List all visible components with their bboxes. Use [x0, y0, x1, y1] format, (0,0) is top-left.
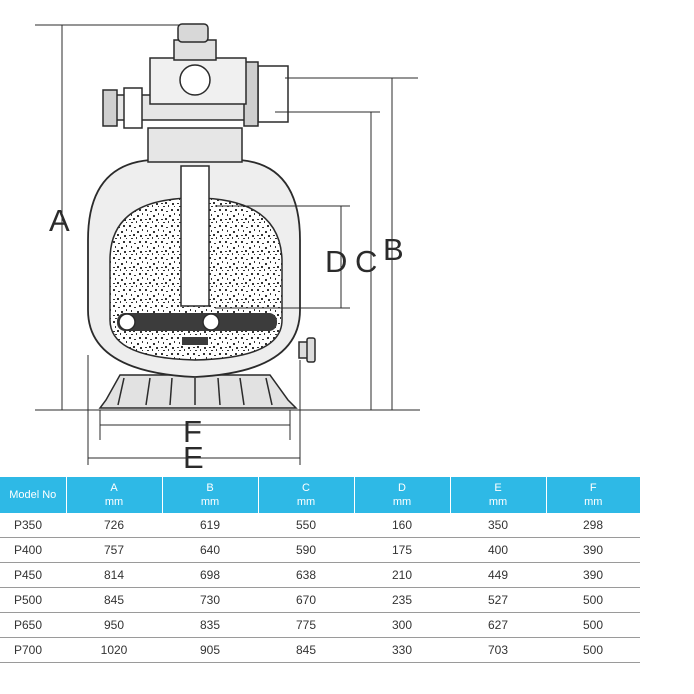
central-pipe: [180, 165, 210, 307]
table-row: P450 814 698 638 210 449 390: [0, 562, 640, 588]
table-cell: 638: [258, 562, 354, 588]
header-cell: Model No: [0, 477, 67, 513]
filter-diagram: A D C B F E: [35, 23, 420, 470]
table-cell: 730: [162, 587, 258, 613]
table-cell: 160: [354, 513, 450, 538]
table-cell: 300: [354, 612, 450, 638]
table-cell: 298: [546, 513, 640, 538]
table-row: P700 1020 905 845 330 703 500: [0, 637, 640, 663]
table-cell: 500: [546, 612, 640, 638]
table-cell: 500: [546, 637, 640, 663]
table-row: P350 726 619 550 160 350 298: [0, 513, 640, 538]
table-cell: 175: [354, 537, 450, 563]
model-cell: P350: [0, 513, 66, 538]
table-cell: 905: [162, 637, 258, 663]
table-cell: 390: [546, 562, 640, 588]
table-cell: 726: [66, 513, 162, 538]
table-cell: 400: [450, 537, 546, 563]
table-cell: 698: [162, 562, 258, 588]
table-cell: 757: [66, 537, 162, 563]
multiport-valve: [102, 23, 289, 163]
model-cell: P500: [0, 587, 66, 613]
lateral-arms: [117, 313, 277, 345]
model-cell: P700: [0, 637, 66, 663]
filter-base: [98, 374, 298, 409]
drain-port: [298, 337, 316, 363]
table-cell: 619: [162, 513, 258, 538]
table-cell: 350: [450, 513, 546, 538]
dimension-label-f: F: [183, 414, 202, 449]
model-cell: P650: [0, 612, 66, 638]
table-cell: 775: [258, 612, 354, 638]
table-cell: 235: [354, 587, 450, 613]
table-cell: 835: [162, 612, 258, 638]
table-cell: 500: [546, 587, 640, 613]
table-cell: 640: [162, 537, 258, 563]
dimension-label-d: D: [325, 244, 347, 279]
table-cell: 527: [450, 587, 546, 613]
dimension-lines: [35, 24, 420, 465]
table-cell: 670: [258, 587, 354, 613]
table-cell: 210: [354, 562, 450, 588]
model-cell: P450: [0, 562, 66, 588]
table-cell: 627: [450, 612, 546, 638]
dimension-label-c: C: [355, 244, 377, 279]
table-cell: 590: [258, 537, 354, 563]
dimension-label-b: B: [383, 232, 404, 267]
table-cell: 330: [354, 637, 450, 663]
table-cell: 845: [258, 637, 354, 663]
table-cell: 703: [450, 637, 546, 663]
table-cell: 449: [450, 562, 546, 588]
table-cell: 390: [546, 537, 640, 563]
table-row: P400 757 640 590 175 400 390: [0, 537, 640, 563]
table-cell: 950: [66, 612, 162, 638]
table-cell: 550: [258, 513, 354, 538]
table-row: P500 845 730 670 235 527 500: [0, 587, 640, 613]
dimension-label-a: A: [49, 203, 70, 238]
table-cell: 845: [66, 587, 162, 613]
table-row: P650 950 835 775 300 627 500: [0, 612, 640, 638]
table-cell: 1020: [66, 637, 162, 663]
dimension-label-e: E: [183, 440, 204, 470]
model-cell: P400: [0, 537, 66, 563]
table-cell: 814: [66, 562, 162, 588]
